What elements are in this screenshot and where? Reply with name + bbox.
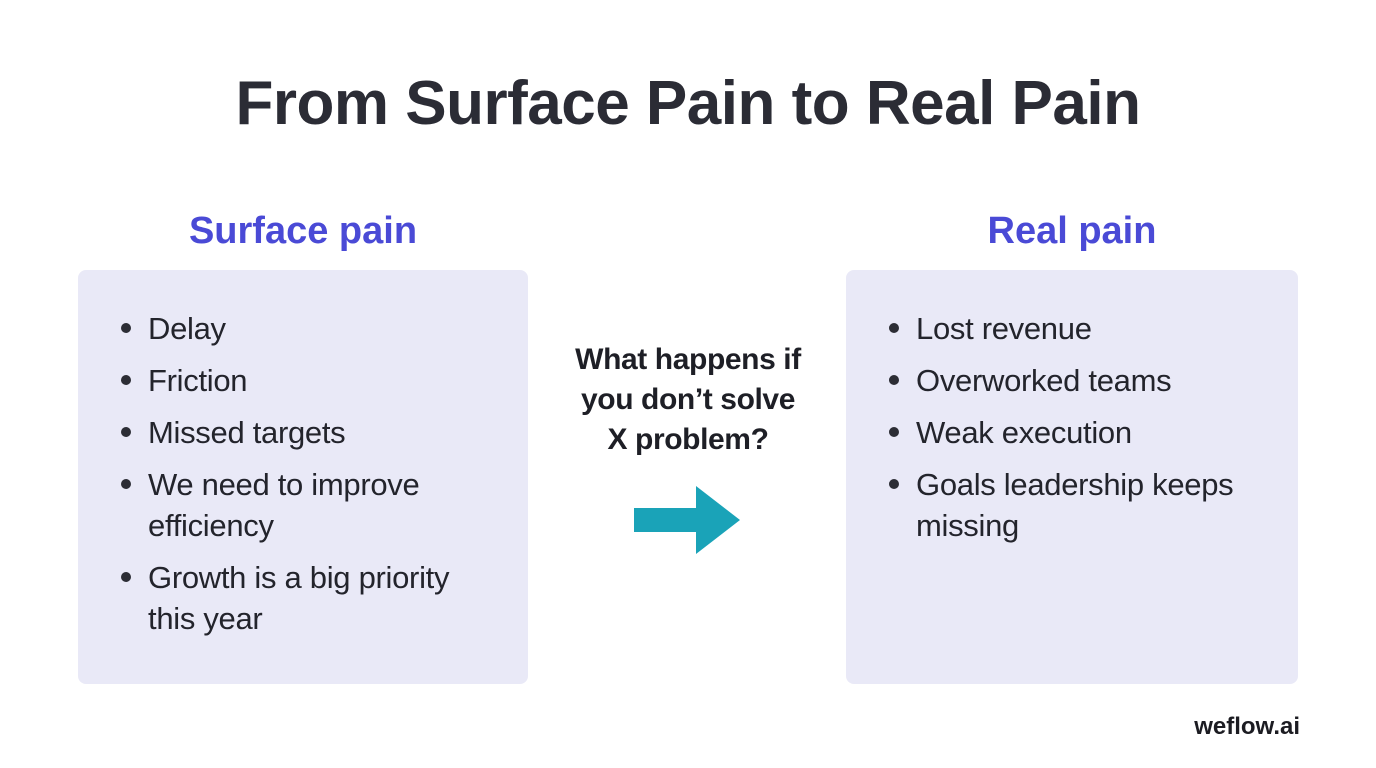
- surface-pain-heading: Surface pain: [188, 210, 418, 252]
- surface-pain-list: Delay Friction Missed targets We need to…: [118, 308, 498, 639]
- surface-pain-panel: Delay Friction Missed targets We need to…: [78, 270, 528, 684]
- list-item-text: Missed targets: [148, 415, 346, 450]
- list-item: Overworked teams: [886, 360, 1268, 401]
- question-line: What happens if: [575, 343, 801, 376]
- list-item-text: Weak execution: [916, 415, 1132, 450]
- list-item-text: Friction: [148, 363, 248, 398]
- arrow-right-icon: [634, 486, 740, 554]
- list-item: Friction: [118, 360, 498, 401]
- bullet-icon: [121, 572, 131, 582]
- question-line: you don’t solve: [580, 383, 796, 416]
- list-item-text: Lost revenue: [916, 311, 1092, 346]
- real-pain-list: Lost revenue Overworked teams Weak execu…: [886, 308, 1268, 546]
- question-line: X problem?: [607, 423, 769, 456]
- bullet-icon: [889, 427, 899, 437]
- bullet-icon: [121, 323, 131, 333]
- transition-question: What happens if you don’t solve X proble…: [548, 340, 828, 460]
- bullet-icon: [121, 427, 131, 437]
- bullet-icon: [889, 375, 899, 385]
- slide-title: From Surface Pain to Real Pain: [235, 69, 1141, 138]
- bullet-icon: [889, 479, 899, 489]
- list-item: Growth is a big priority this year: [118, 557, 498, 639]
- bullet-icon: [121, 375, 131, 385]
- list-item-text: Growth is a big priority this year: [148, 560, 450, 636]
- brand-logo-text: weflow.ai: [1194, 713, 1300, 740]
- arrow-shape: [634, 486, 740, 554]
- list-item: Weak execution: [886, 412, 1268, 453]
- real-pain-panel: Lost revenue Overworked teams Weak execu…: [846, 270, 1298, 684]
- list-item: Goals leadership keeps missing: [886, 464, 1268, 546]
- bullet-icon: [121, 479, 131, 489]
- list-item-text: We need to improve efficiency: [148, 467, 420, 543]
- list-item: Delay: [118, 308, 498, 349]
- list-item: We need to improve efficiency: [118, 464, 498, 546]
- real-pain-heading: Real pain: [987, 210, 1157, 252]
- list-item: Missed targets: [118, 412, 498, 453]
- list-item-text: Goals leadership keeps missing: [916, 467, 1234, 543]
- list-item-text: Overworked teams: [916, 363, 1172, 398]
- list-item-text: Delay: [148, 311, 226, 346]
- bullet-icon: [889, 323, 899, 333]
- list-item: Lost revenue: [886, 308, 1268, 349]
